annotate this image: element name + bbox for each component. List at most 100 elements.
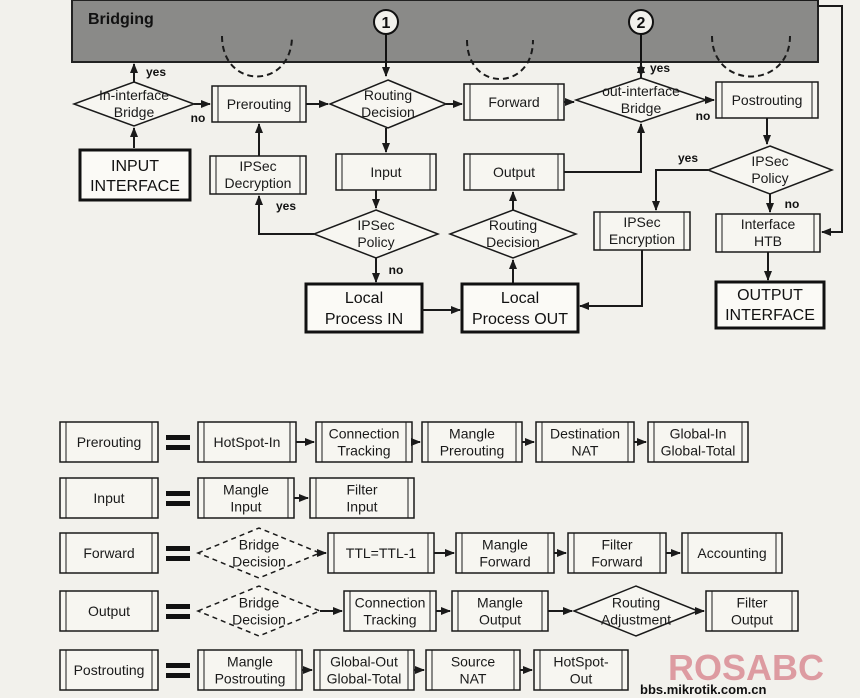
ipsec-policy-left-line2: Policy (357, 234, 394, 250)
chain-postrouting-name-line1: Postrouting (74, 662, 145, 678)
chain-forward-step-2: TTL=TTL-1 (327, 532, 435, 574)
output-interface-line2: INTERFACE (725, 307, 815, 324)
chain-postrouting-step-4: HotSpot-Out (533, 649, 629, 691)
yes-label-4: yes (678, 151, 698, 165)
chain-output-name-line1: Output (88, 603, 130, 619)
prerouting-box: Prerouting (211, 85, 307, 123)
marker-1: 1 (373, 9, 399, 35)
marker-2: 2 (628, 9, 654, 35)
no-label-1: no (191, 111, 206, 125)
chain-postrouting-step-1-line2: Postrouting (215, 671, 286, 687)
watermark: ROSABC bbs.mikrotik.com.cn (640, 647, 824, 697)
output-text: Output (493, 164, 535, 180)
bridging-label: Bridging (88, 11, 154, 28)
in-interface-bridge-line1: In-interface (99, 87, 169, 103)
chain-forward-box: Forward (59, 532, 159, 574)
chain-input-step-2-line1: Filter (346, 482, 377, 498)
output-interface-box: OUTPUT INTERFACE (714, 280, 826, 330)
chain-prerouting-step-3-line1: Mangle (449, 426, 495, 442)
no-label-3: no (389, 263, 404, 277)
watermark-brand: ROSABC (668, 647, 824, 688)
no-label-2: no (696, 109, 711, 123)
ipsec-policy-right-line2: Policy (751, 170, 788, 186)
local-process-in-line1: Local (345, 290, 383, 307)
encryption-to-local-out-arrow (579, 250, 643, 310)
prerouting-text: Prerouting (227, 96, 292, 112)
ipsec-policy-right-diamond: IPSec Policy (705, 145, 835, 195)
chain-forward-name-line1: Forward (83, 545, 134, 561)
chain-postrouting-step-4-line2: Out (570, 671, 593, 687)
bridging-loops (221, 35, 791, 80)
ipsec-encryption-line2: Encryption (609, 231, 675, 247)
chain-output-step-1-line2: Decision (232, 612, 286, 628)
chain-forward-step-1-line2: Decision (232, 554, 286, 570)
chain-postrouting-step-3-line1: Source (451, 654, 496, 670)
chain-input-step-1-line2: Input (230, 499, 261, 515)
chain-prerouting-step-1: HotSpot-In (197, 421, 297, 463)
input-interface-box: INPUT INTERFACE (78, 148, 192, 202)
chain-input-box: Input (59, 477, 159, 519)
input-box: Input (335, 153, 437, 191)
routing-decision-2-line2: Decision (486, 234, 540, 250)
watermark-url: bbs.mikrotik.com.cn (640, 682, 766, 697)
chain-postrouting-step-3-line2: NAT (460, 671, 487, 687)
chain-forward-step-1-line1: Bridge (239, 537, 280, 553)
chain-prerouting-step-2-line2: Tracking (337, 443, 390, 459)
out-interface-bridge-diamond: out-interface Bridge (573, 77, 709, 123)
out-interface-bridge-line2: Bridge (621, 100, 662, 116)
chain-prerouting-step-1-line1: HotSpot-In (214, 434, 281, 450)
chain-output-step-3-line2: Output (479, 612, 521, 628)
chain-postrouting-step-2-line2: Global-Total (327, 671, 402, 687)
chain-input-step-2-line2: Input (346, 499, 377, 515)
bridging-bar: Bridging (71, 0, 819, 63)
ipsec-encryption-box: IPSec Encryption (593, 211, 691, 251)
interface-htb-line1: Interface (741, 216, 796, 232)
chain-forward-step-5-line1: Accounting (697, 545, 766, 561)
marker-2-label: 2 (637, 15, 646, 32)
chain-output-step-1-line1: Bridge (239, 595, 280, 611)
chain-input-step-1-line1: Mangle (223, 482, 269, 498)
chain-prerouting-step-5-line2: Global-Total (661, 443, 736, 459)
ipsec-decryption-line2: Decryption (225, 175, 292, 191)
ipsec-policy-right-line1: IPSec (751, 153, 788, 169)
ipsec-encryption-line1: IPSec (623, 214, 660, 230)
chain-forward-step-4-line2: Forward (591, 554, 642, 570)
chain-output-step-5-line1: Filter (736, 595, 767, 611)
routing-decision-2-line1: Routing (489, 217, 537, 233)
chain-forward-step-4-line1: Filter (601, 537, 632, 553)
no-label-4: no (785, 197, 800, 211)
top-flow-arrows (130, 63, 771, 148)
postrouting-box: Postrouting (715, 81, 819, 119)
equals-sign (166, 663, 190, 678)
input-interface-line2: INTERFACE (90, 178, 180, 195)
input-text: Input (370, 164, 401, 180)
chain-output-step-4-line1: Routing (612, 595, 660, 611)
chain-output-step-3-line1: Mangle (477, 595, 523, 611)
yes-label-1: yes (146, 65, 166, 79)
interface-htb-box: Interface HTB (715, 213, 821, 253)
chain-input-name-line1: Input (93, 490, 124, 506)
local-process-out-box: Local Process OUT (460, 282, 580, 334)
routing-decision-2-diamond: Routing Decision (447, 209, 579, 259)
ipsec-decryption-line1: IPSec (239, 158, 276, 174)
chain-prerouting-name-line1: Prerouting (77, 434, 142, 450)
chain-prerouting-step-5-line1: Global-In (670, 426, 727, 442)
routing-decision-line2: Decision (361, 104, 415, 120)
chain-postrouting-box: Postrouting (59, 649, 159, 691)
chain-prerouting-step-3-line2: Prerouting (440, 443, 505, 459)
yes-label-2: yes (650, 61, 670, 75)
policy-to-decryption-arrow (255, 195, 314, 235)
forward-text: Forward (488, 94, 539, 110)
local-process-in-line2: Process IN (325, 311, 403, 328)
